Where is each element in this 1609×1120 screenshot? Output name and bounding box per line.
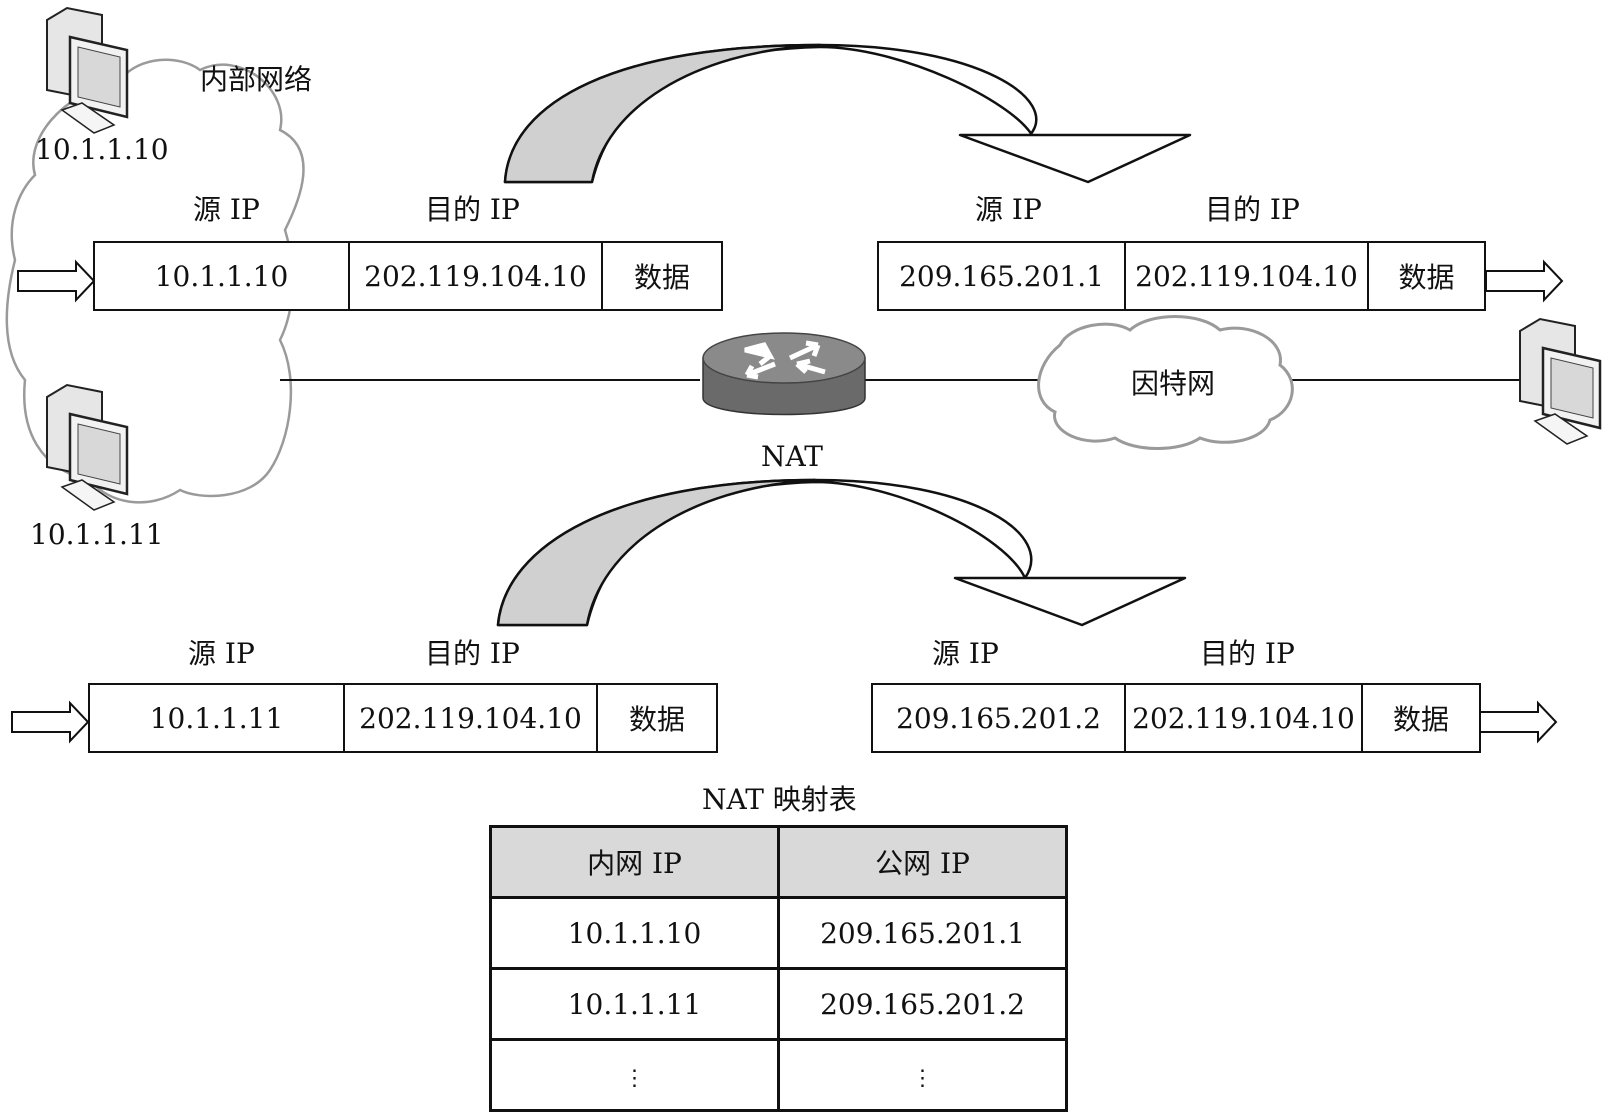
router-label: NAT <box>761 440 823 473</box>
host-ip-label: 10.1.1.10 <box>35 133 169 166</box>
packet-dst-ip: 202.119.104.10 <box>1126 685 1363 751</box>
packet-top-out: 209.165.201.1 202.119.104.10 数据 <box>877 241 1486 311</box>
packet-src-header: 源 IP <box>188 637 255 670</box>
packet-dst-ip: 202.119.104.10 <box>1126 243 1369 309</box>
packet-dst-header: 目的 IP <box>1205 193 1300 226</box>
vertical-ellipsis: ⋮ <box>911 1065 934 1091</box>
packet-dst-ip: 202.119.104.10 <box>350 243 603 309</box>
packet-bottom-in: 10.1.1.11 202.119.104.10 数据 <box>88 683 718 753</box>
ellipsis-cell: ⋮ <box>489 1038 780 1112</box>
packet-src-header: 源 IP <box>975 193 1042 226</box>
public-ip-cell: 209.165.201.2 <box>777 967 1068 1041</box>
private-ip-cell: 10.1.1.10 <box>489 896 780 970</box>
packet-top-in: 10.1.1.10 202.119.104.10 数据 <box>93 241 723 311</box>
packet-payload: 数据 <box>628 703 685 736</box>
vertical-ellipsis: ⋮ <box>623 1065 646 1091</box>
table-header-row: 内网 IP 公网 IP <box>489 825 1068 899</box>
packet-dst-ip: 202.119.104.10 <box>345 685 598 751</box>
desktop-computer-icon-host-2 <box>46 383 129 511</box>
table-row: 10.1.1.10 209.165.201.1 <box>489 896 1068 970</box>
packet-src-header: 源 IP <box>932 637 999 670</box>
packet-bottom-out: 209.165.201.2 202.119.104.10 数据 <box>871 683 1481 753</box>
private-ip-cell: 10.1.1.11 <box>489 967 780 1041</box>
nat-table-title: NAT 映射表 <box>702 783 857 816</box>
packet-src-header: 源 IP <box>193 193 260 226</box>
column-header-private-ip: 内网 IP <box>489 825 780 899</box>
packet-src-ip: 10.1.1.10 <box>95 243 350 309</box>
ellipsis-cell: ⋮ <box>777 1038 1068 1112</box>
router-icon <box>702 332 866 416</box>
arrow-into-bottom-in <box>11 700 90 744</box>
arrow-out-top-out <box>1485 259 1564 303</box>
packet-payload: 数据 <box>1398 261 1455 294</box>
desktop-computer-icon-remote <box>1519 317 1602 445</box>
packet-payload: 数据 <box>1392 703 1449 736</box>
packet-dst-header: 目的 IP <box>425 637 520 670</box>
nat-mapping-table: 内网 IP 公网 IP 10.1.1.10 209.165.201.1 10.1… <box>489 825 1068 1112</box>
arrow-out-bottom-out <box>1479 700 1558 744</box>
internal-network-label: 内部网络 <box>200 63 313 96</box>
internet-cloud <box>1037 315 1294 450</box>
table-row: 10.1.1.11 209.165.201.2 <box>489 967 1068 1041</box>
translation-arrow-top-shaded <box>503 43 822 184</box>
desktop-computer-icon-host-1 <box>46 6 129 134</box>
packet-src-ip: 209.165.201.1 <box>879 243 1126 309</box>
host-ip-label: 10.1.1.11 <box>30 518 164 551</box>
column-header-public-ip: 公网 IP <box>777 825 1068 899</box>
packet-src-ip: 209.165.201.2 <box>873 685 1126 751</box>
packet-src-ip: 10.1.1.11 <box>90 685 345 751</box>
table-row-ellipsis: ⋮ ⋮ <box>489 1038 1068 1112</box>
internet-label: 因特网 <box>1131 367 1216 400</box>
arrow-into-top-in <box>17 259 96 303</box>
packet-payload: 数据 <box>633 261 690 294</box>
translation-arrow-bottom-shaded <box>496 478 817 627</box>
packet-dst-header: 目的 IP <box>1200 637 1295 670</box>
packet-dst-header: 目的 IP <box>425 193 520 226</box>
public-ip-cell: 209.165.201.1 <box>777 896 1068 970</box>
